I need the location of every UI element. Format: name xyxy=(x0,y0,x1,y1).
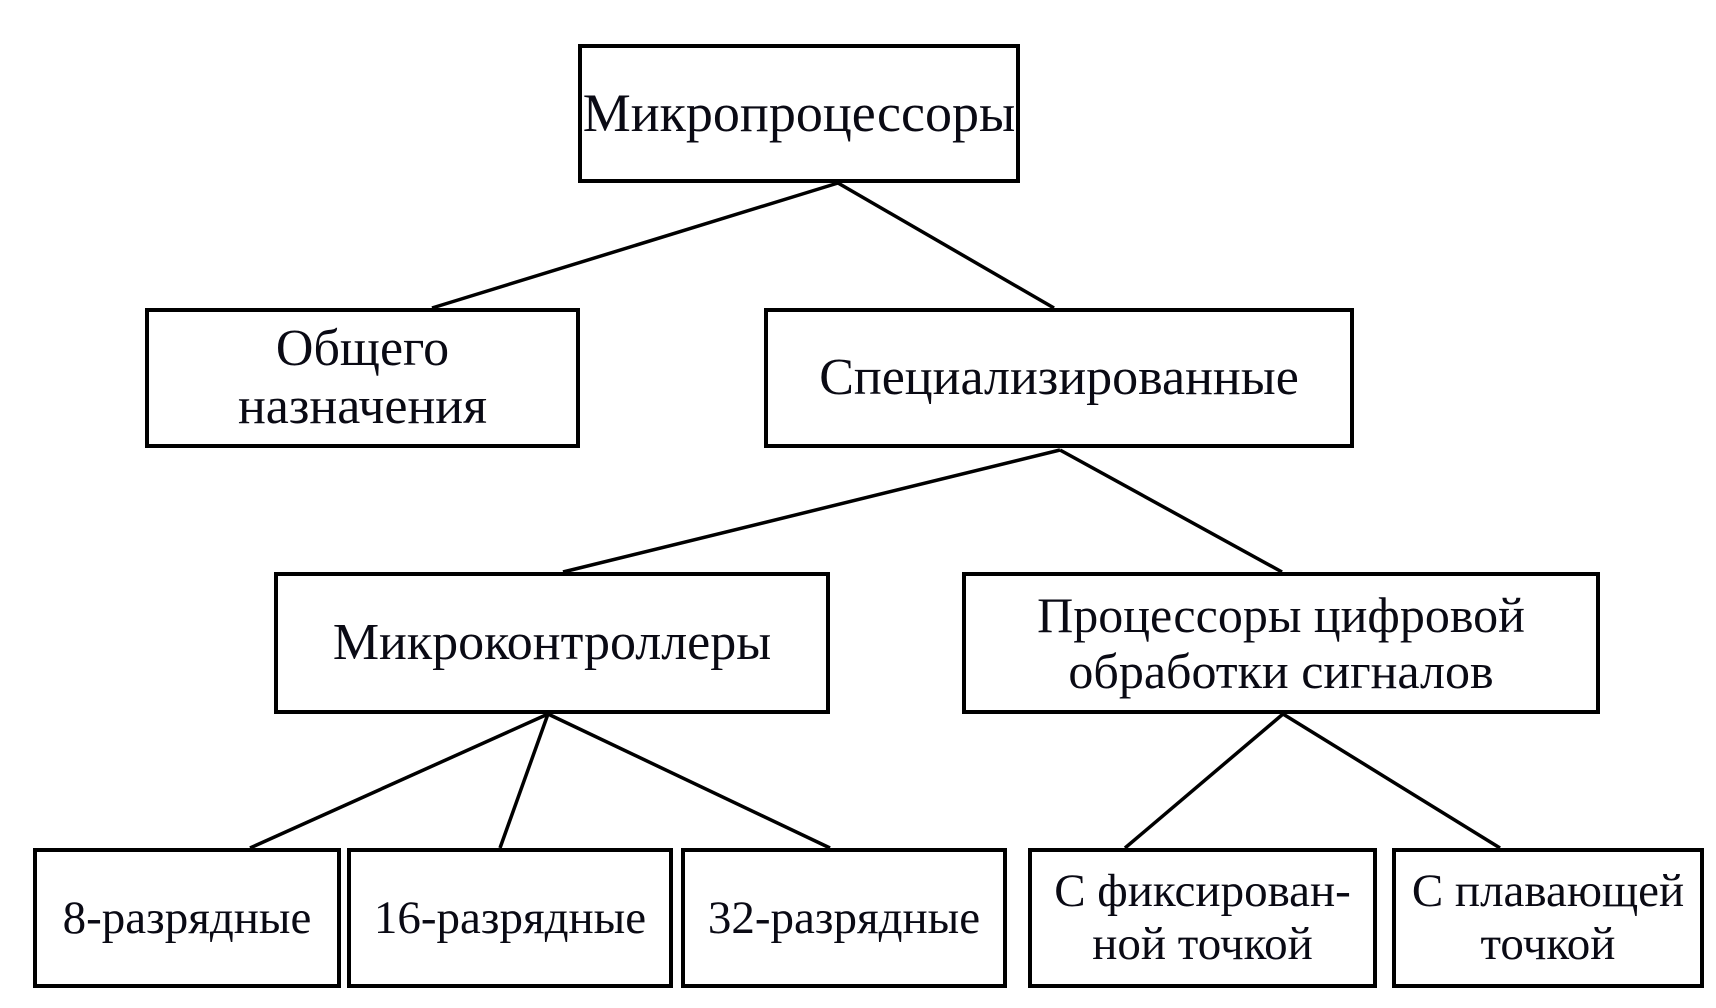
node-label: Микроконтроллеры xyxy=(332,613,772,671)
edge-mp-sp xyxy=(837,181,1055,310)
node-specialized[interactable]: Специализированные xyxy=(764,308,1354,448)
node-label: Микропроцессоры xyxy=(582,83,1016,144)
node-floating-point[interactable]: С плавающей точкой xyxy=(1392,848,1704,988)
node-label: 32-разрядные xyxy=(707,891,981,944)
edge-mc-32 xyxy=(547,712,831,850)
edge-mc-16 xyxy=(498,713,550,849)
node-label: Процессоры цифровой обработки сигналов xyxy=(1037,587,1525,699)
node-32-bit[interactable]: 32-разрядные xyxy=(681,848,1007,988)
node-label: Общего назначения xyxy=(237,319,488,435)
node-16-bit[interactable]: 16-разрядные xyxy=(347,848,673,988)
node-label: С плавающей точкой xyxy=(1411,865,1685,970)
node-8-bit[interactable]: 8-разрядные xyxy=(33,848,341,988)
node-general-purpose[interactable]: Общего назначения xyxy=(145,308,580,448)
node-label: Специализированные xyxy=(819,348,1299,406)
node-microcontrollers[interactable]: Микроконтроллеры xyxy=(274,572,830,714)
edge-mc-8 xyxy=(249,712,549,850)
node-fixed-point[interactable]: С фиксирован- ной точкой xyxy=(1028,848,1377,988)
node-label: 8-разрядные xyxy=(62,891,312,944)
edge-dsp-fix xyxy=(1123,712,1285,850)
edge-sp-mc xyxy=(562,448,1061,574)
edge-sp-dsp xyxy=(1059,448,1283,574)
node-label: 16-разрядные xyxy=(373,891,647,944)
node-label: С фиксирован- ной точкой xyxy=(1054,865,1351,970)
node-dsp[interactable]: Процессоры цифровой обработки сигналов xyxy=(962,572,1600,714)
node-microprocessors[interactable]: Микропроцессоры xyxy=(578,44,1020,183)
edge-mp-gp xyxy=(431,181,839,310)
edge-dsp-flt xyxy=(1282,712,1501,850)
